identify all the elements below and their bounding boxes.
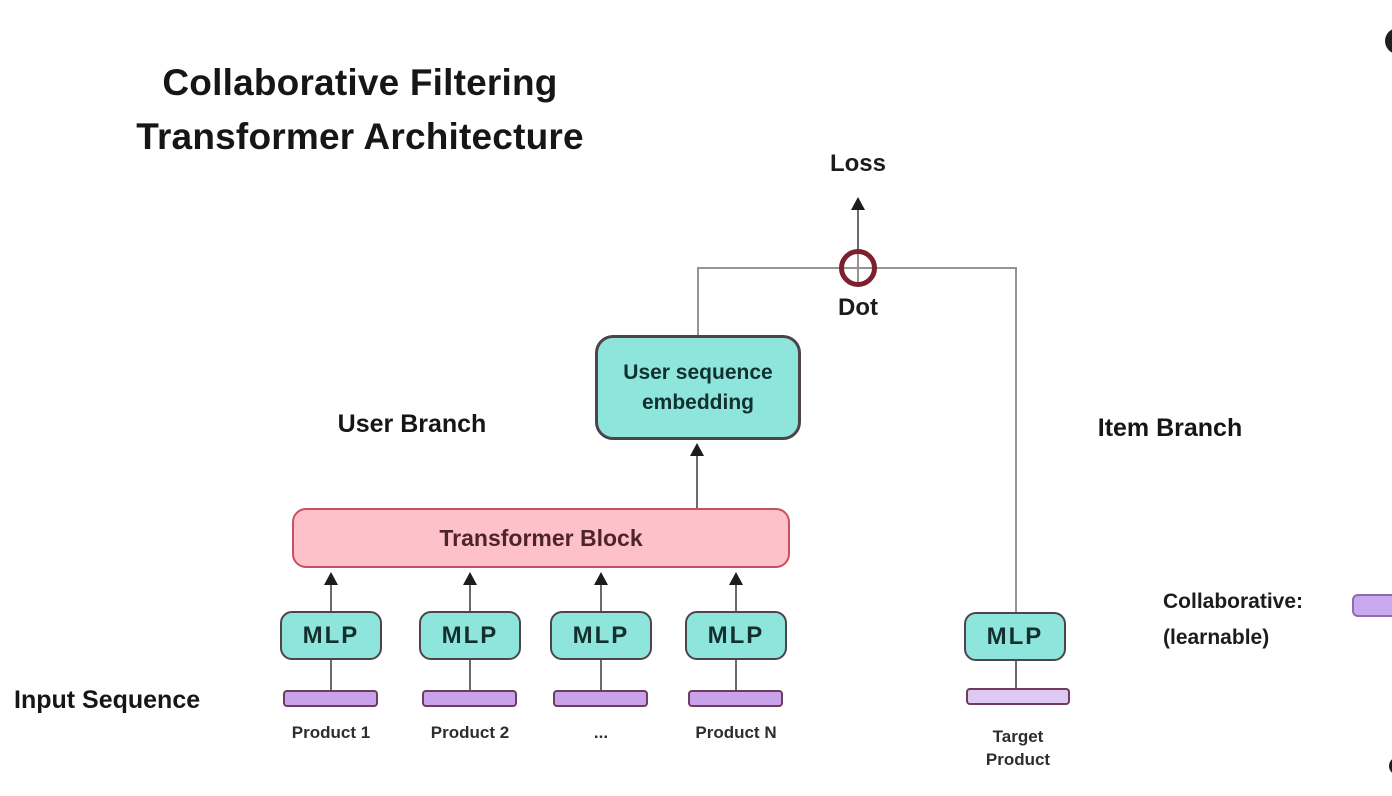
input-sequence-label: Input Sequence xyxy=(14,686,201,714)
dot-label: Dot xyxy=(838,294,878,321)
loss-arrowhead-icon xyxy=(851,197,865,210)
mlp-box-item: MLP xyxy=(964,612,1066,661)
mlp-box-3: MLP xyxy=(550,611,652,660)
mlp-box-1: MLP xyxy=(280,611,382,660)
mlp1-arrowhead-icon xyxy=(324,572,338,585)
transformer-block: Transformer Block xyxy=(292,508,790,568)
mlp4-arrowhead-icon xyxy=(729,572,743,585)
mlp3-arrowhead-icon xyxy=(594,572,608,585)
product-n-label: Product N xyxy=(695,723,777,742)
input4-to-mlp4-line xyxy=(735,660,737,690)
mlp3-to-transformer-line xyxy=(600,583,602,611)
dot-product-node xyxy=(839,249,877,287)
loss-arrow-line xyxy=(857,208,859,252)
transformer-to-embedding-line xyxy=(696,454,698,508)
mlp1-to-transformer-line xyxy=(330,583,332,611)
mlp-box-4: MLP xyxy=(685,611,787,660)
product-1-label: Product 1 xyxy=(291,723,371,742)
legend-collaborative-label: Collaborative: xyxy=(1163,590,1304,613)
user-branch-label: User Branch xyxy=(337,410,487,438)
input-embedding-product-n xyxy=(688,690,783,707)
target-product-label-line1: Target xyxy=(992,727,1044,746)
product-2-label: Product 2 xyxy=(430,723,510,742)
input3-to-mlp3-line xyxy=(600,660,602,690)
input-embedding-target-product xyxy=(966,688,1070,705)
clipped-circle-artifact-bottom xyxy=(1389,757,1392,775)
mlp2-to-transformer-line xyxy=(469,583,471,611)
legend-purple-swatch xyxy=(1352,594,1392,617)
target-product-label: Target Product xyxy=(958,726,1078,772)
diagram-title-line2: Transformer Architecture xyxy=(136,115,584,157)
diagram-title-line1: Collaborative Filtering xyxy=(162,62,558,103)
embedding-to-dot-line xyxy=(697,267,699,335)
clipped-circle-artifact-top xyxy=(1385,28,1392,54)
item-branch-vertical-line xyxy=(1015,267,1017,612)
target-to-mlp-line xyxy=(1015,661,1017,688)
mlp4-to-transformer-line xyxy=(735,583,737,611)
legend-learnable-label: (learnable) xyxy=(1163,626,1270,649)
input-embedding-ellipsis xyxy=(553,690,648,707)
item-branch-label: Item Branch xyxy=(1097,414,1243,442)
mlp-box-2: MLP xyxy=(419,611,521,660)
mlp2-arrowhead-icon xyxy=(463,572,477,585)
loss-label: Loss xyxy=(829,150,886,177)
input1-to-mlp1-line xyxy=(330,660,332,690)
input-embedding-product-2 xyxy=(422,690,517,707)
user-sequence-embedding-box: User sequence embedding xyxy=(595,335,801,440)
ellipsis-label: ... xyxy=(593,723,609,742)
transformer-to-embedding-arrowhead-icon xyxy=(690,443,704,456)
input2-to-mlp2-line xyxy=(469,660,471,690)
target-product-label-line2: Product xyxy=(985,749,1051,769)
input-embedding-product-1 xyxy=(283,690,378,707)
diagram-title: Collaborative Filtering Transformer Arch… xyxy=(82,56,638,163)
